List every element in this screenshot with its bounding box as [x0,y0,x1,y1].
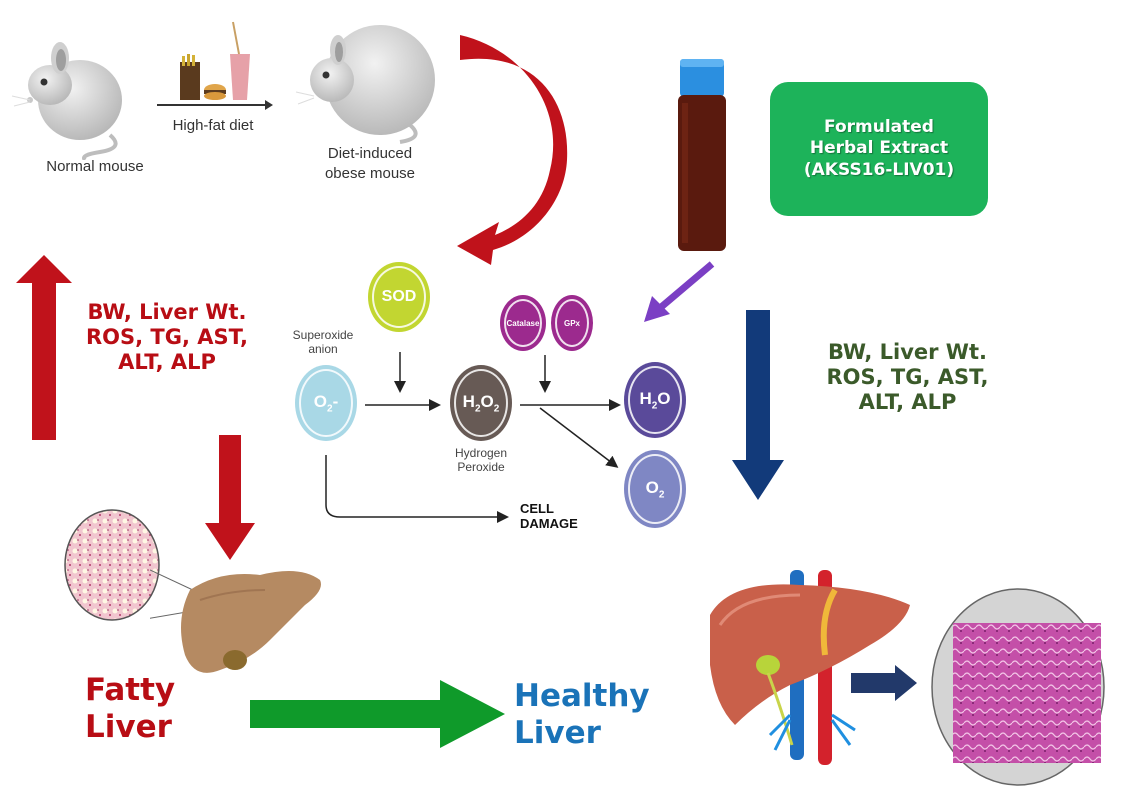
fatty-liver-line1: Fatty [85,672,176,708]
catalase-label: Catalase [506,318,540,328]
increased-markers: BW, Liver Wt. ROS, TG, AST, ALT, ALP [62,300,272,376]
h2o2-node: H2O2 [450,365,512,441]
navy-right-arrow [851,665,917,701]
healthy-liver-histology [931,588,1105,786]
catalase-node: Catalase [500,295,546,351]
curved-red-arrow [457,35,568,265]
healthy-liver-line2: Liver [514,715,601,752]
decreased-markers-line1: BW, Liver Wt. [828,340,987,364]
superoxide-label: Superoxide anion [283,328,363,357]
decreased-markers-line3: ALT, ALP [858,390,957,415]
obese-mouse-label: Diet-induced obese mouse [310,144,430,183]
healthy-liver-organ [710,570,910,765]
normal-mouse-illustration [11,42,122,160]
red-up-arrow [16,255,72,440]
navy-down-arrow [732,310,784,500]
gpx-label: GPx [563,318,580,328]
healthy-liver-title: Healthy Liver [514,678,650,752]
extract-line1: Formulated [824,117,934,138]
fatty-liver-line2: Liver [85,709,172,746]
water-node: H2O [624,362,686,438]
increased-markers-line1: BW, Liver Wt. [87,300,247,324]
oxygen-node: O2 [624,450,686,528]
decreased-markers: BW, Liver Wt. ROS, TG, AST, ALT, ALP [800,340,1015,416]
sod-label: SOD [381,288,417,305]
green-transition-arrow [250,680,505,748]
superoxide-charge: - [332,391,339,411]
superoxide-label-line2: anion [308,342,338,357]
pathway-arrows [325,352,621,523]
decreased-markers-line2: ROS, TG, AST, [826,365,989,390]
obese-mouse-illustration [295,25,435,144]
fast-food-icon [180,21,250,100]
superoxide-symbol: O [313,391,327,411]
cell-damage-label: CELL DAMAGE [520,501,578,532]
h2o2-label-line2: Peroxide [457,460,505,475]
cell-damage-arrow [325,455,509,523]
increased-markers-line3: ALT, ALP [118,350,216,375]
cell-damage-line1: CELL [520,501,554,516]
obese-mouse-label-line1: Diet-induced [327,145,413,162]
gpx-node: GPx [551,295,593,351]
cell-damage-line2: DAMAGE [520,515,578,531]
red-down-arrow [205,435,255,560]
herbal-extract-box: Formulated Herbal Extract (AKSS16-LIV01) [770,82,988,216]
extract-line3: (AKSS16-LIV01) [803,159,955,180]
obese-mouse-label-line2: obese mouse [324,164,416,182]
h2o2-label: Hydrogen Peroxide [440,446,522,475]
normal-mouse-label: Normal mouse [46,158,144,175]
sod-node: SOD [368,262,430,332]
herbal-extract-vial [678,59,726,251]
fatty-liver-histology [64,509,160,621]
increased-markers-line2: ROS, TG, AST, [86,325,248,350]
h2o2-to-oxygen-arrow [539,407,619,468]
diet-label: High-fat diet [172,117,254,134]
purple-treatment-arrow [644,261,715,322]
diet-arrow [157,100,273,110]
superoxide-subscript: 2 [327,403,333,415]
h2o2-label-line1: Hydrogen [454,446,508,460]
superoxide-node: O2- [295,365,357,441]
extract-line2: Herbal Extract [809,138,949,159]
fatty-liver-title: Fatty Liver [85,672,175,746]
healthy-liver-line1: Healthy [514,678,650,714]
superoxide-label-line1: Superoxide [292,328,354,342]
fatty-liver-organ [150,569,321,673]
